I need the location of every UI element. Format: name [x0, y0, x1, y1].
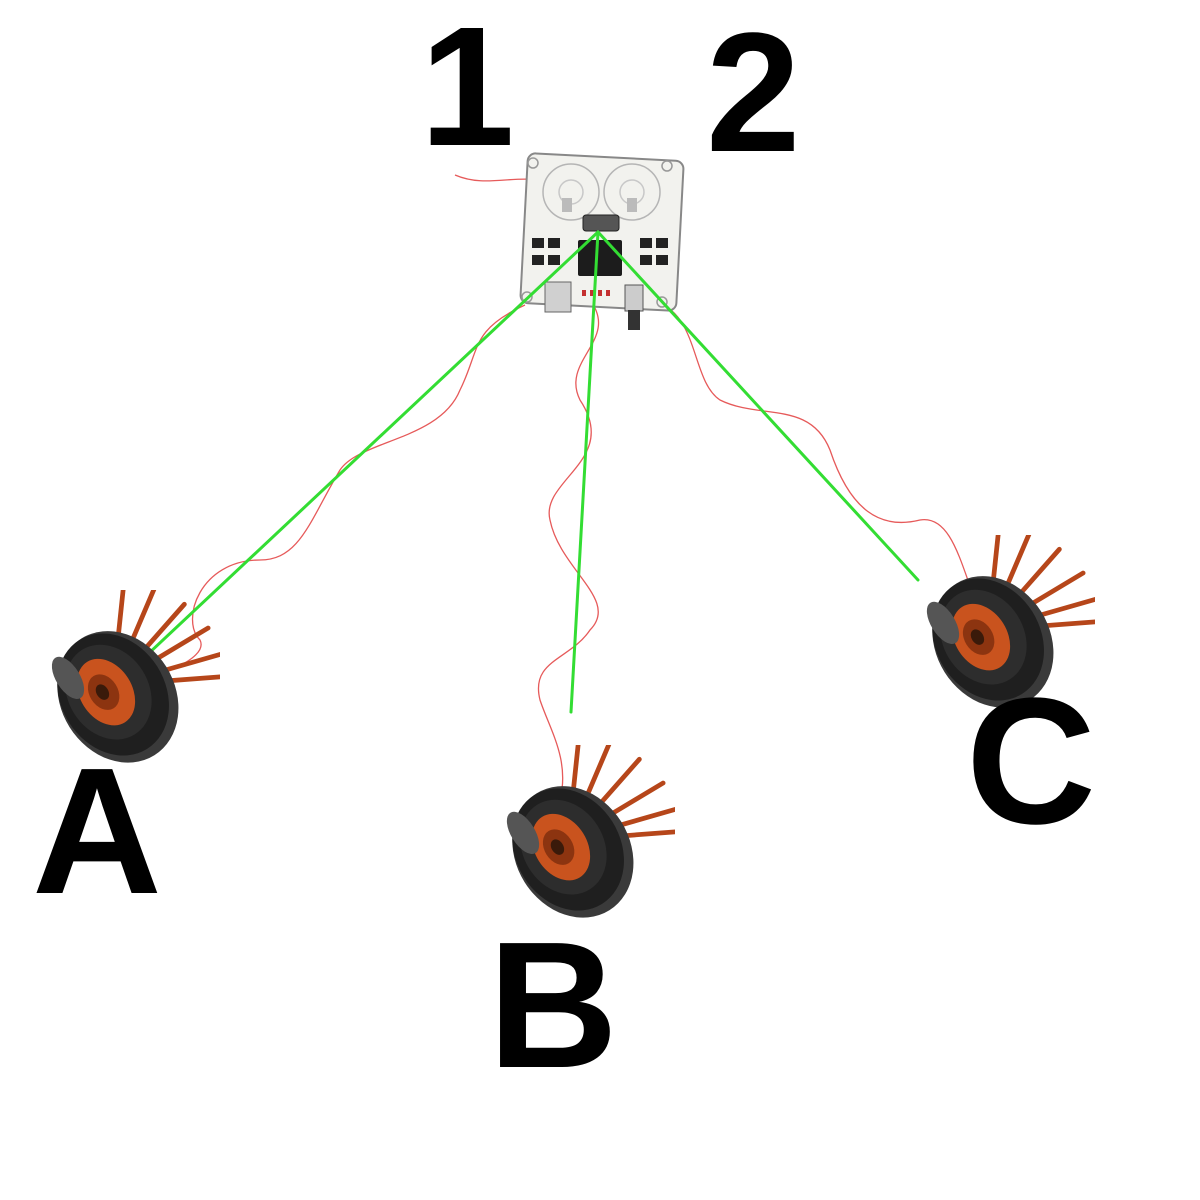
- signal-line-to-c: [596, 230, 920, 582]
- signal-line-to-a: [113, 230, 600, 687]
- red-wire-to-c: [649, 299, 976, 601]
- red-wire-to-a: [109, 304, 526, 691]
- red-wire-to-b: [523, 299, 600, 861]
- speaker-label-c: C: [966, 661, 1096, 862]
- audio-board-icon: [519, 152, 685, 330]
- speaker-label-a: A: [32, 731, 162, 932]
- signal-lines: [113, 230, 920, 714]
- input-label-1: 1: [420, 0, 515, 182]
- speaker-label-b: B: [488, 905, 618, 1106]
- input-label-2: 2: [706, 0, 801, 188]
- signal-line-to-b: [569, 230, 600, 714]
